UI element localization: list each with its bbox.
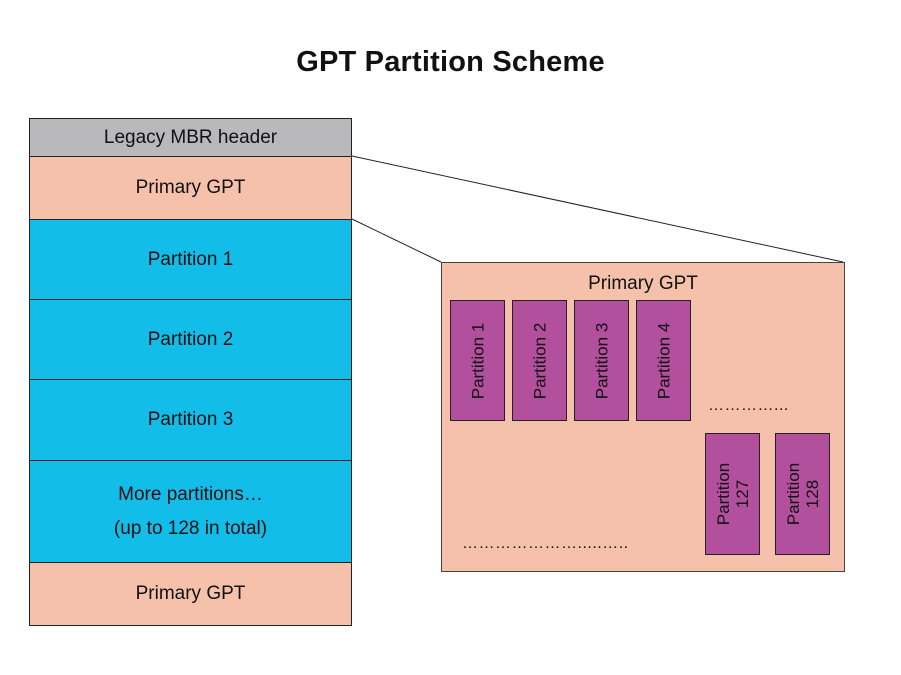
partition-entry-127: Partition 127 — [705, 433, 760, 555]
lower-ellipsis: ………………….....….. — [462, 535, 629, 552]
partition-1-label: Partition 1 — [147, 248, 234, 270]
more-partitions-label: More partitions… — [118, 483, 263, 505]
partition-2-block: Partition 2 — [29, 299, 352, 380]
detail-title: Primary GPT — [588, 273, 698, 294]
diagram-title: GPT Partition Scheme — [296, 46, 605, 78]
more-partitions-block: More partitions… (up to 128 in total) — [29, 460, 352, 563]
partition-entry-4-label: Partition 4 — [654, 322, 673, 399]
primary-gpt-detail: Primary GPT Partition 1 Partition 2 Part… — [441, 262, 845, 572]
primary-gpt-bottom-label: Primary GPT — [135, 583, 246, 604]
partition-entry-127-label: Partition — [713, 462, 733, 526]
legacy-mbr-block: Legacy MBR header — [29, 118, 352, 157]
partition-3-label: Partition 3 — [147, 409, 234, 430]
partition-entry-128-number: 128 — [802, 479, 822, 509]
upper-ellipsis: …………... — [708, 397, 789, 414]
partition-entry-2-label: Partition 2 — [530, 322, 549, 399]
legacy-mbr-label: Legacy MBR header — [103, 126, 278, 148]
partition-entry-3-label: Partition 3 — [592, 322, 611, 399]
partition-2-label: Partition 2 — [147, 328, 234, 350]
partition-entry-2: Partition 2 — [512, 300, 567, 421]
primary-gpt-bottom-block: Primary GPT — [29, 562, 352, 626]
partition-entry-1: Partition 1 — [450, 300, 505, 421]
more-partitions-note: (up to 128 in total) — [113, 517, 268, 539]
partition-entry-3: Partition 3 — [574, 300, 629, 421]
partition-1-block: Partition 1 — [29, 219, 352, 300]
partition-entry-1-label: Partition 1 — [468, 322, 487, 399]
partition-entry-127-number: 127 — [732, 479, 752, 509]
partition-entry-128-label: Partition — [783, 462, 803, 526]
partition-entry-128: Partition 128 — [775, 433, 830, 555]
primary-gpt-top-block: Primary GPT — [29, 156, 352, 220]
partition-entry-4: Partition 4 — [636, 300, 691, 421]
primary-gpt-top-label: Primary GPT — [135, 177, 246, 198]
partition-3-block: Partition 3 — [29, 379, 352, 461]
